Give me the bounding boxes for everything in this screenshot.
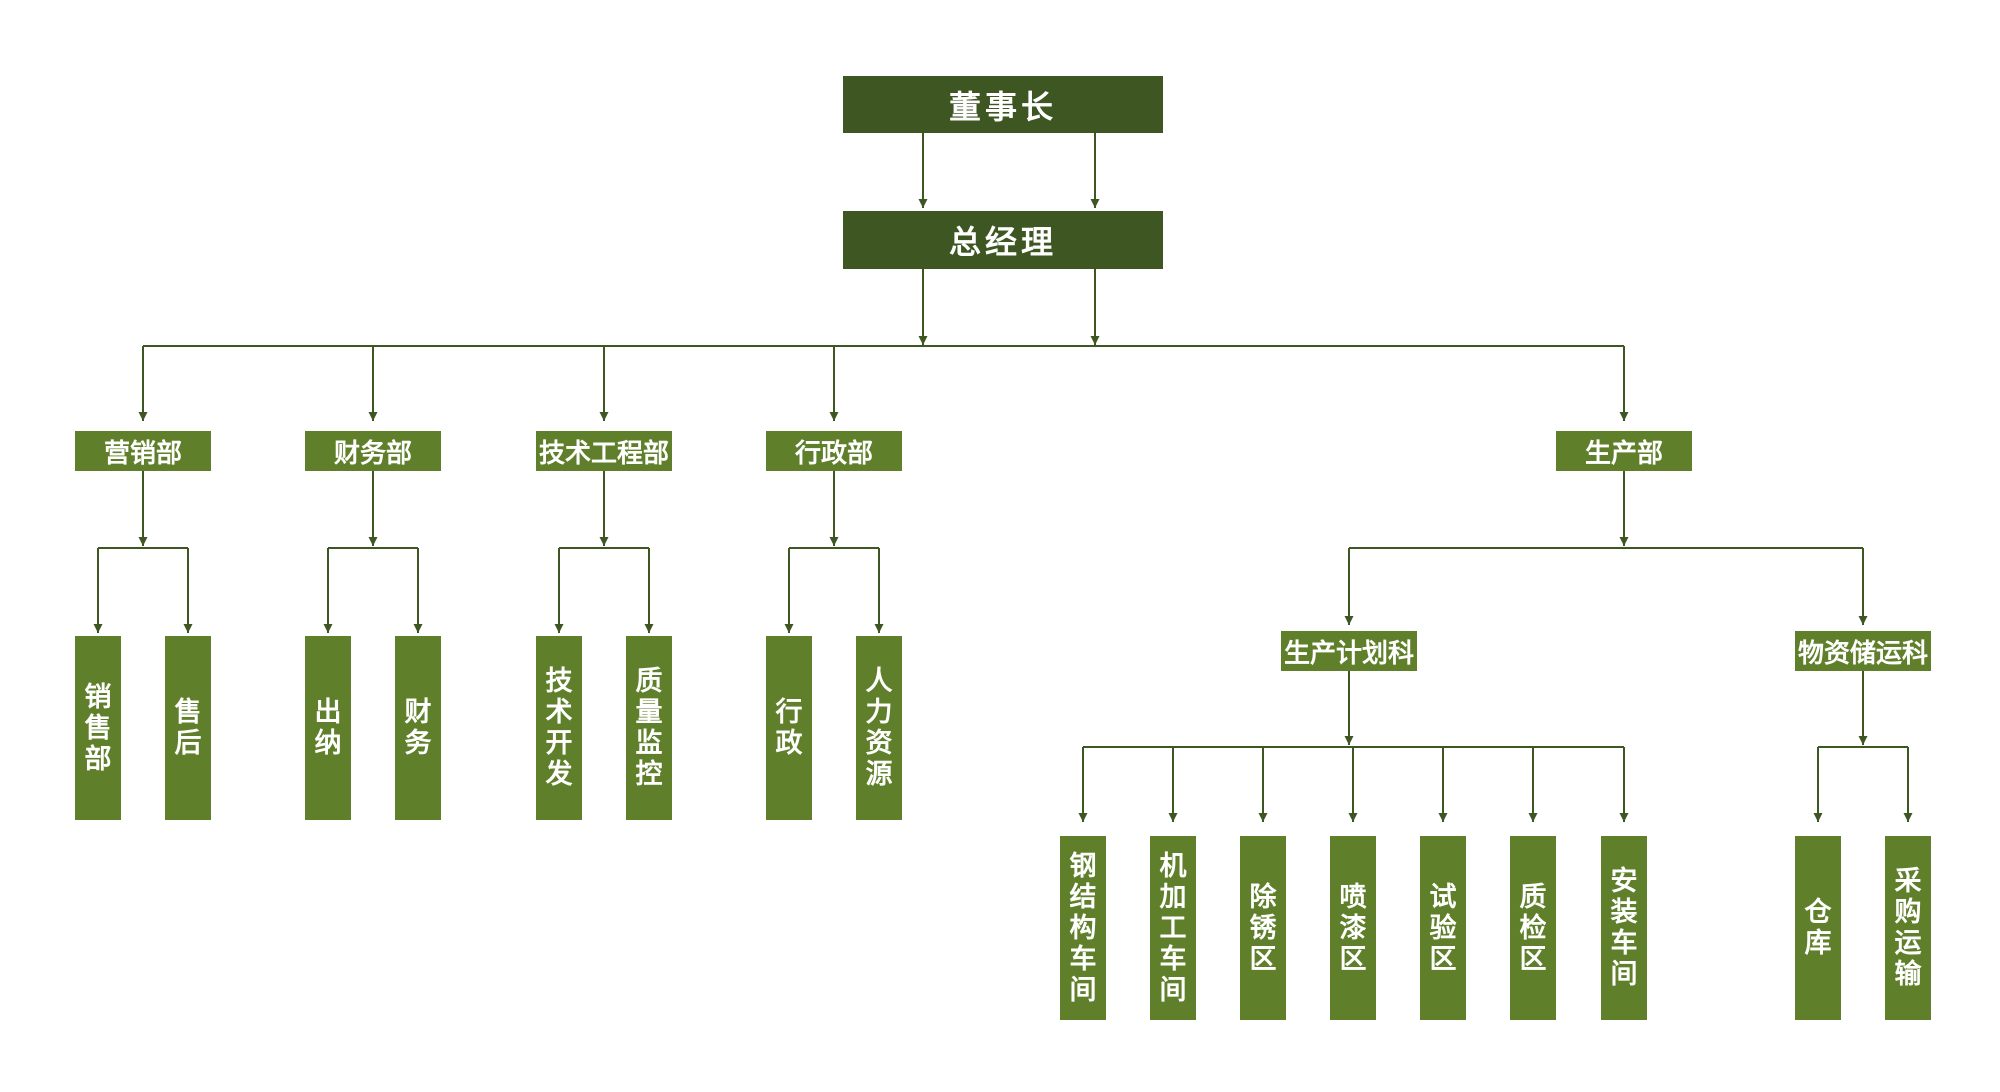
dept-admin-label: 行政部 — [794, 438, 873, 469]
unit-rust-removal-area-label: 除锈区 — [1249, 881, 1277, 975]
unit-sales-label: 销售部 — [84, 681, 112, 775]
dept-engineering: 技术工程部 — [536, 431, 672, 471]
unit-after-sales-label: 售后 — [174, 697, 202, 759]
unit-machining-workshop-label: 机加工车间 — [1159, 850, 1187, 1006]
unit-painting-area-label: 喷漆区 — [1339, 881, 1367, 975]
dept-engineering-label: 技术工程部 — [538, 438, 669, 469]
unit-after-sales: 售后 — [165, 636, 211, 820]
unit-installation-workshop: 安装车间 — [1601, 836, 1647, 1020]
general-manager-box: 总经理 — [843, 211, 1163, 269]
dept-finance: 财务部 — [305, 431, 441, 471]
unit-testing-area: 试验区 — [1420, 836, 1466, 1020]
unit-sales: 销售部 — [75, 636, 121, 820]
unit-steel-structure-workshop: 钢结构车间 — [1060, 836, 1106, 1020]
dept-finance-label: 财务部 — [333, 438, 412, 469]
unit-administration: 行政 — [766, 636, 812, 820]
unit-tech-dev-label: 技术开发 — [545, 666, 573, 790]
unit-hr-label: 人力资源 — [865, 666, 893, 790]
chairman-label: 董事长 — [948, 87, 1057, 126]
section-planning-label: 生产计划科 — [1283, 638, 1414, 669]
unit-cashier: 出纳 — [305, 636, 351, 820]
unit-testing-area-label: 试验区 — [1429, 881, 1457, 975]
unit-machining-workshop: 机加工车间 — [1150, 836, 1196, 1020]
dept-production: 生产部 — [1556, 431, 1692, 471]
unit-procurement-transport: 采购运输 — [1885, 836, 1931, 1020]
unit-tech-dev: 技术开发 — [536, 636, 582, 820]
unit-accounting: 财务 — [395, 636, 441, 820]
unit-steel-structure-workshop-label: 钢结构车间 — [1069, 850, 1097, 1006]
unit-inspection-area-label: 质检区 — [1519, 881, 1547, 975]
section-planning: 生产计划科 — [1281, 631, 1417, 671]
unit-rust-removal-area: 除锈区 — [1240, 836, 1286, 1020]
unit-warehouse: 仓库 — [1795, 836, 1841, 1020]
dept-admin: 行政部 — [766, 431, 902, 471]
chairman-box: 董事长 — [843, 76, 1163, 133]
section-logistics: 物资储运科 — [1795, 631, 1931, 671]
unit-hr: 人力资源 — [856, 636, 902, 820]
unit-inspection-area: 质检区 — [1510, 836, 1556, 1020]
unit-administration-label: 行政 — [775, 697, 803, 759]
unit-installation-workshop-label: 安装车间 — [1610, 866, 1638, 990]
unit-accounting-label: 财务 — [404, 697, 432, 759]
unit-procurement-transport-label: 采购运输 — [1894, 866, 1922, 990]
unit-cashier-label: 出纳 — [314, 697, 342, 759]
unit-quality-monitor: 质量监控 — [626, 636, 672, 820]
dept-production-label: 生产部 — [1584, 438, 1663, 469]
unit-warehouse-label: 仓库 — [1804, 897, 1832, 959]
unit-quality-monitor-label: 质量监控 — [635, 666, 663, 790]
dept-marketing: 营销部 — [75, 431, 211, 471]
section-logistics-label: 物资储运科 — [1797, 638, 1928, 669]
dept-marketing-label: 营销部 — [103, 438, 182, 469]
general-manager-label: 总经理 — [948, 223, 1057, 261]
unit-painting-area: 喷漆区 — [1330, 836, 1376, 1020]
